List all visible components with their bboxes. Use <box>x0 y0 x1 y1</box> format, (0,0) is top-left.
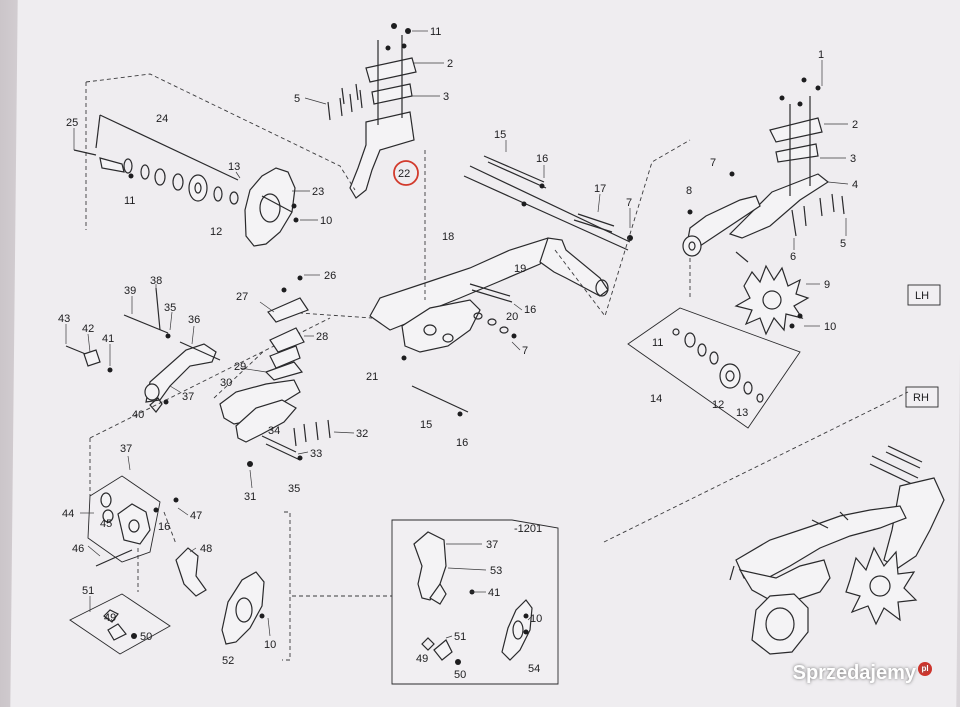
part-label: 36 <box>188 314 200 326</box>
part-label: 29 <box>234 361 246 373</box>
part-label: 50 <box>454 669 466 681</box>
part-label: 3 <box>443 91 449 103</box>
part-label: 13 <box>736 407 748 419</box>
part-label: 33 <box>310 448 322 460</box>
part-label: 49 <box>416 653 428 665</box>
part-label: 6 <box>790 251 796 263</box>
part-label: 15 <box>494 129 506 141</box>
rh-tag: RH <box>913 392 929 404</box>
part-label: 11 <box>430 26 441 38</box>
rh-isometric-assembly <box>729 445 945 655</box>
part-label: 39 <box>124 285 136 297</box>
part-label: 18 <box>442 231 454 243</box>
part-label: 49 <box>104 612 116 624</box>
part-label: 22 <box>398 168 410 180</box>
watermark-text: Sprzedajemy <box>792 662 916 684</box>
part-label: 16 <box>536 153 548 165</box>
part-label: 16 <box>456 437 468 449</box>
part-label: 46 <box>72 543 84 555</box>
part-label: 47 <box>190 510 202 522</box>
part-label: 35 <box>164 302 176 314</box>
part-label: 12 <box>210 226 222 238</box>
part-label: 17 <box>594 183 606 195</box>
part-label: 42 <box>82 323 94 335</box>
part-label: 2 <box>447 58 453 70</box>
part-label: 10 <box>320 215 332 227</box>
part-label: 52 <box>222 655 234 667</box>
lh-tag-box <box>907 284 941 306</box>
part-label: 5 <box>840 238 846 250</box>
part-label: 45 <box>100 518 112 530</box>
part-label: 7 <box>710 157 716 169</box>
part-label: 16 <box>524 304 536 316</box>
part-label: -1201 <box>514 523 542 535</box>
watermark-badge: pl <box>918 662 932 676</box>
part-label: 37 <box>120 443 132 455</box>
lh-right-assembly <box>627 77 845 429</box>
inset-1201-assembly <box>391 519 559 685</box>
part-labels: 11 2 3 5 22 25 24 13 23 11 12 10 15 16 1… <box>58 26 929 681</box>
part-label: 8 <box>686 185 692 197</box>
part-label: 25 <box>66 117 78 129</box>
part-label: 32 <box>356 428 368 440</box>
part-label: 44 <box>62 508 74 520</box>
part-label: 23 <box>312 186 324 198</box>
part-label: 5 <box>294 93 300 105</box>
part-label: 3 <box>850 153 856 165</box>
part-label: 40 <box>132 409 144 421</box>
center-bracket-assembly <box>219 275 331 467</box>
part-label: 34 <box>268 425 280 437</box>
part-label: 13 <box>228 161 240 173</box>
part-label: 20 <box>506 311 518 323</box>
part-label: 27 <box>236 291 248 303</box>
part-label: 1 <box>818 49 824 61</box>
part-label: 54 <box>528 663 540 675</box>
bottom-left-assembly <box>69 475 392 661</box>
main-frame-assembly <box>89 139 691 500</box>
part-label: 11 <box>652 337 663 349</box>
part-label: 51 <box>82 585 94 597</box>
part-label: 10 <box>824 321 836 333</box>
part-label: 9 <box>824 279 830 291</box>
part-label: 19 <box>514 263 526 275</box>
part-label: 28 <box>316 331 328 343</box>
lh-tag: LH <box>915 290 929 302</box>
part-label: 41 <box>488 587 500 599</box>
part-label: 12 <box>712 399 724 411</box>
rh-tag-box <box>905 386 939 408</box>
left-disc-assembly <box>73 73 356 247</box>
part-label: 35 <box>288 483 300 495</box>
part-label: 16 <box>158 521 170 533</box>
part-label: 4 <box>852 179 858 191</box>
part-label: 51 <box>454 631 466 643</box>
part-label: 26 <box>324 270 336 282</box>
top-bracket-assembly <box>327 23 419 199</box>
part-label: 48 <box>200 543 212 555</box>
part-label: 7 <box>522 345 528 357</box>
part-label: 53 <box>490 565 502 577</box>
part-label: 14 <box>650 393 662 405</box>
part-label: 50 <box>140 631 152 643</box>
part-label: 2 <box>852 119 858 131</box>
part-label: 43 <box>58 313 70 325</box>
left-linkage-assembly <box>65 287 221 413</box>
part-label: 31 <box>244 491 256 503</box>
part-label: 15 <box>420 419 432 431</box>
part-label: 10 <box>264 639 276 651</box>
part-label: 7 <box>626 197 632 209</box>
part-label: 10 <box>530 613 542 625</box>
part-label: 41 <box>102 333 114 345</box>
part-label: 11 <box>124 195 135 207</box>
part-label: 37 <box>486 539 498 551</box>
part-label: 21 <box>366 371 378 383</box>
part-label: 38 <box>150 275 162 287</box>
part-label: 24 <box>156 113 168 125</box>
part-label: 37 <box>182 391 194 403</box>
part-label: 30 <box>220 377 232 389</box>
